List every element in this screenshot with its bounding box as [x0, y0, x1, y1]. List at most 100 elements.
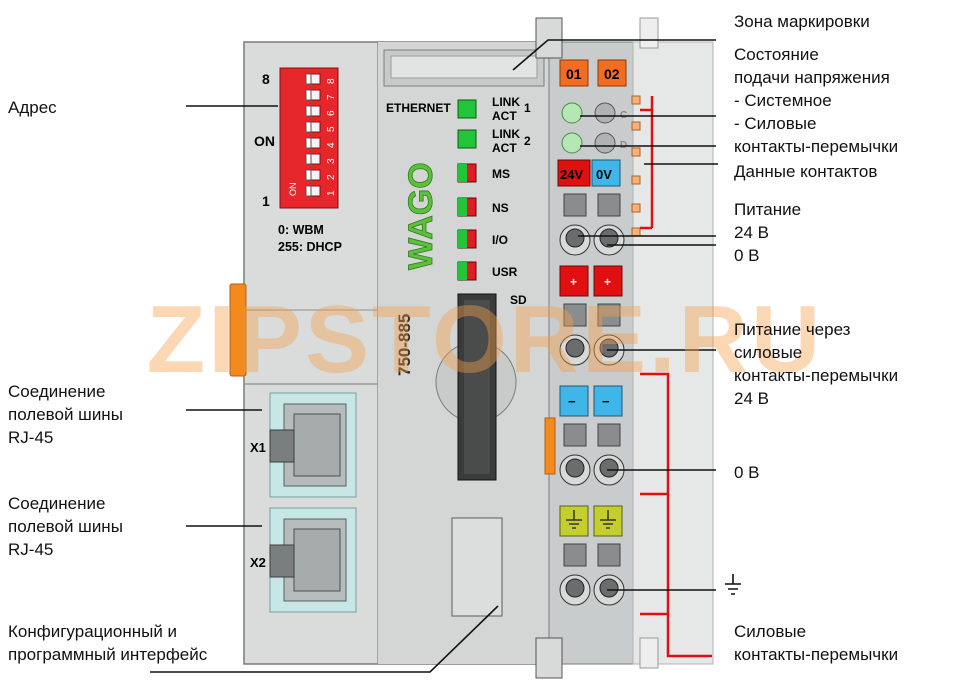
minus-2-text: − — [602, 394, 610, 409]
io-label: I/O — [492, 233, 508, 247]
usr-label: USR — [492, 265, 518, 279]
wire-entry-hole — [599, 458, 619, 478]
label-supply-2: 24 В — [734, 223, 769, 242]
label-power-status-2: подачи напряжения — [734, 68, 890, 87]
label-fieldbus1-1: Соединение — [8, 382, 106, 401]
wire-entry-hole — [565, 458, 585, 478]
label-fieldbus2-2: полевой шины — [8, 517, 123, 536]
label-power-status-4: - Силовые — [734, 114, 817, 133]
wire-entry-hole — [565, 228, 585, 248]
led-link1 — [457, 99, 477, 119]
dip-knob — [305, 137, 312, 149]
link2-line1: LINK — [492, 127, 520, 141]
link2-num: 2 — [524, 134, 531, 148]
config-interface-port[interactable] — [451, 517, 503, 617]
dip-number: 1 — [326, 190, 337, 196]
label-supply-jumper-1: Питание через — [734, 320, 851, 339]
clamp-release[interactable] — [597, 423, 621, 447]
label-fieldbus2-1: Соединение — [8, 494, 106, 513]
link1-line1: LINK — [492, 95, 520, 109]
ms-label: MS — [492, 167, 510, 181]
wago-logo: WAGO — [402, 162, 440, 270]
sd-card-slot[interactable] — [435, 293, 517, 481]
label-power-status-5: контакты-перемычки — [734, 137, 899, 156]
clamp-release[interactable] — [597, 543, 621, 567]
wire-entry-hole — [565, 338, 585, 358]
label-power-status-3: - Системное — [734, 91, 832, 110]
model-number: 750-885 — [395, 314, 414, 376]
label-supply-1: Питание — [734, 200, 802, 219]
label-config-1: Конфигурационный и — [8, 622, 178, 641]
side-contact — [631, 203, 641, 213]
label-supply-jumper-3: контакты-перемычки — [734, 366, 899, 385]
dip-label-1: 1 — [262, 193, 270, 209]
dip-knob — [305, 105, 312, 117]
dip-number: 4 — [326, 142, 337, 148]
side-contacts — [631, 95, 641, 237]
dip-label-8: 8 — [262, 71, 270, 87]
port-label-x2: X2 — [250, 555, 266, 570]
port-label-x1: X1 — [250, 440, 266, 455]
label-power-jumpers-1: Силовые — [734, 622, 807, 641]
clamp-release[interactable] — [597, 303, 621, 327]
label-supply-3: 0 В — [734, 246, 760, 265]
side-contact — [631, 175, 641, 185]
label-fieldbus1-2: полевой шины — [8, 405, 123, 424]
clamp-release[interactable] — [563, 423, 587, 447]
marker-02 — [597, 59, 627, 87]
terminal-plus-1 — [559, 265, 589, 297]
watermark: ZIPSTORE.RU — [147, 286, 824, 393]
terminal-0v-text: 0V — [596, 167, 612, 182]
terminal-plus-2 — [593, 265, 623, 297]
label-zero-v: 0 В — [734, 463, 760, 482]
rj45-port-x2[interactable] — [269, 507, 357, 613]
label-power-jumpers-2: контакты-перемычки — [734, 645, 899, 664]
dip-number: 8 — [326, 78, 337, 84]
wire-entry-hole — [565, 578, 585, 598]
clamp-release[interactable] — [563, 193, 587, 217]
side-contact — [631, 227, 641, 237]
marker-01-text: 01 — [566, 66, 582, 82]
label-marking: Зона маркировки — [734, 12, 870, 31]
mode-dhcp: 255: DHCP — [278, 240, 342, 254]
link2-line2: ACT — [492, 141, 517, 155]
led-system-status — [561, 102, 616, 124]
clamp-release[interactable] — [563, 303, 587, 327]
wire-entry-hole — [599, 578, 619, 598]
terminal-clamps — [559, 193, 625, 606]
clamp-release[interactable] — [563, 543, 587, 567]
dip-number: 2 — [326, 174, 337, 180]
wire-entry-hole — [599, 338, 619, 358]
side-contact — [631, 147, 641, 157]
led-io — [457, 229, 477, 249]
label-power-status-1: Состояние — [734, 45, 819, 64]
label-fieldbus2-3: RJ-45 — [8, 540, 54, 559]
callout-lines — [150, 39, 741, 673]
link1-num: 1 — [524, 101, 531, 115]
ns-label: NS — [492, 201, 509, 215]
dip-number: 7 — [326, 94, 337, 100]
led-power-status — [561, 132, 616, 154]
terminal-24v — [557, 159, 591, 187]
dip-knob — [305, 153, 312, 165]
dip-knob — [305, 89, 312, 101]
rj45-port-x1[interactable] — [269, 392, 357, 498]
sd-label: SD — [510, 293, 527, 307]
marker-02-text: 02 — [604, 66, 620, 82]
terminal-minus-2 — [593, 385, 623, 417]
minus-1-text: − — [568, 394, 576, 409]
led-ns — [457, 197, 477, 217]
label-supply-jumper-4: 24 В — [734, 389, 769, 408]
terminal-0v — [591, 159, 621, 187]
dip-number: 3 — [326, 158, 337, 164]
wire-entry-hole — [599, 228, 619, 248]
label-address: Адрес — [8, 98, 57, 117]
terminal-ground-1 — [559, 505, 589, 537]
clamp-release[interactable] — [597, 193, 621, 217]
label-supply-jumper-2: силовые — [734, 343, 803, 362]
label-fieldbus1-3: RJ-45 — [8, 428, 54, 447]
plus-1-text: + — [570, 275, 577, 289]
dip-knob — [305, 73, 312, 85]
